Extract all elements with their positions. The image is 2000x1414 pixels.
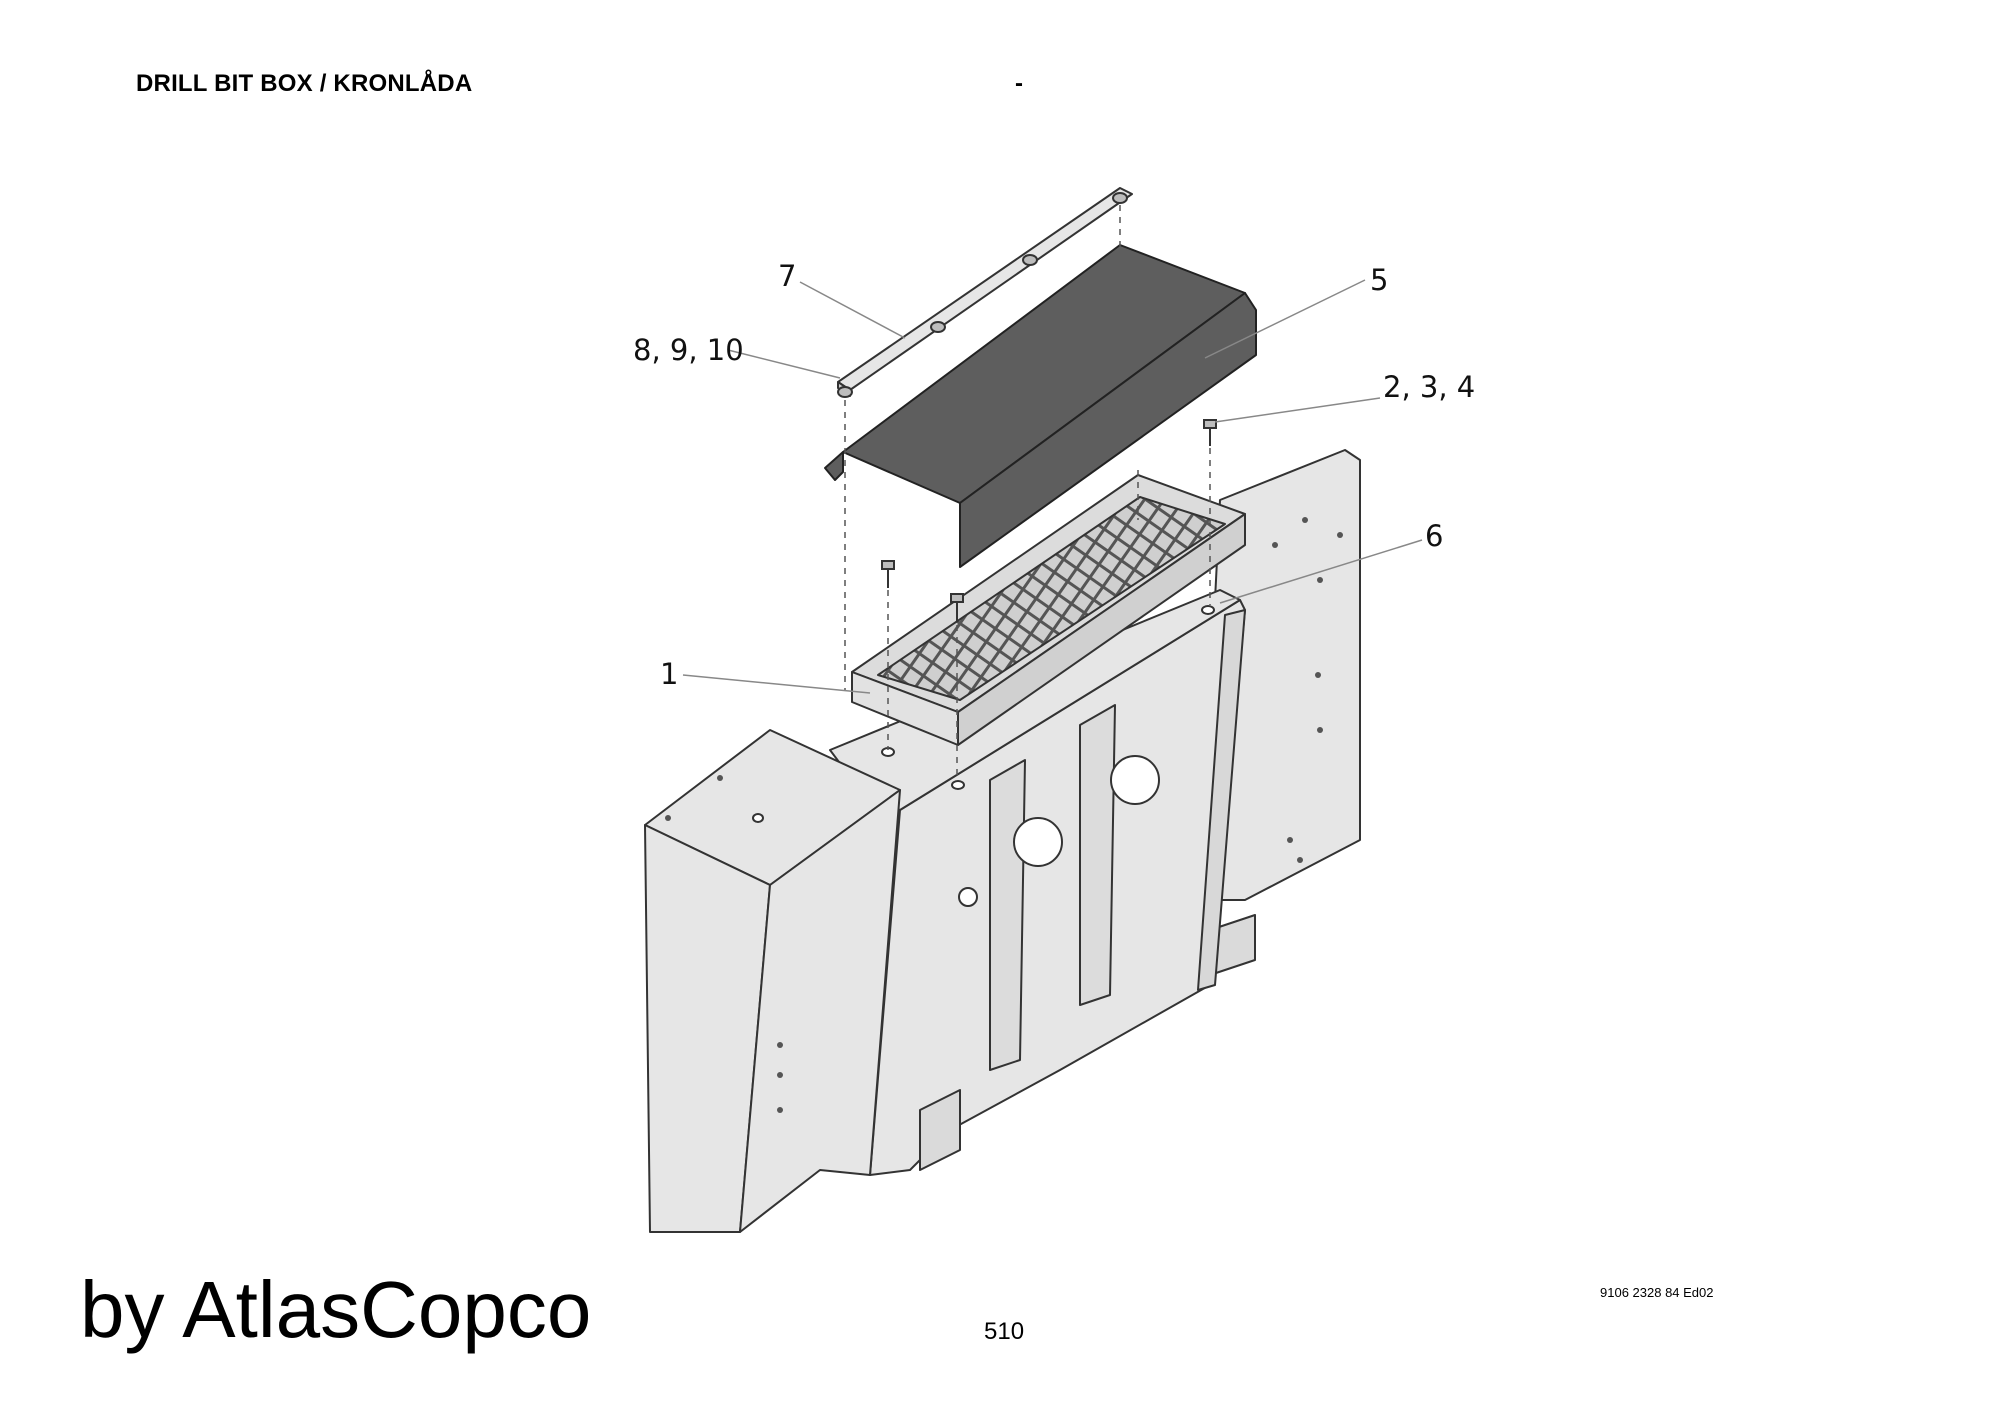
bit-tray: [851, 474, 1246, 746]
mounting-bolts: [881, 419, 1217, 622]
callout-5: 5: [1370, 263, 1388, 297]
frame-holes: [752, 605, 1215, 907]
bolt-centre: [950, 593, 964, 622]
brand-logo-text: by AtlasCopco: [80, 1265, 592, 1354]
page-number: 510: [984, 1318, 1025, 1345]
callout-6: 6: [1425, 519, 1443, 553]
callout-8-9-10: 8, 9, 10: [633, 333, 744, 367]
clamp-nuts: [837, 192, 1128, 398]
title-separator: -: [1015, 70, 1023, 97]
callout-labels: 7 5 8, 9, 10 2, 3, 4 6 1: [633, 259, 1475, 691]
page-title: DRILL BIT BOX / KRONLÅDA: [136, 70, 473, 97]
document-number: 9106 2328 84 Ed02: [1600, 1285, 1714, 1300]
callout-1: 1: [660, 657, 678, 691]
callout-2-3-4: 2, 3, 4: [1383, 370, 1475, 404]
frame-small-holes: [665, 517, 1343, 1113]
assembly-lines: [844, 205, 1211, 780]
leader-lines: [682, 279, 1423, 694]
mounting-frame: [644, 449, 1361, 1233]
bolt-left: [881, 560, 895, 588]
bolt-right: [1203, 419, 1217, 446]
callout-7: 7: [778, 259, 796, 293]
